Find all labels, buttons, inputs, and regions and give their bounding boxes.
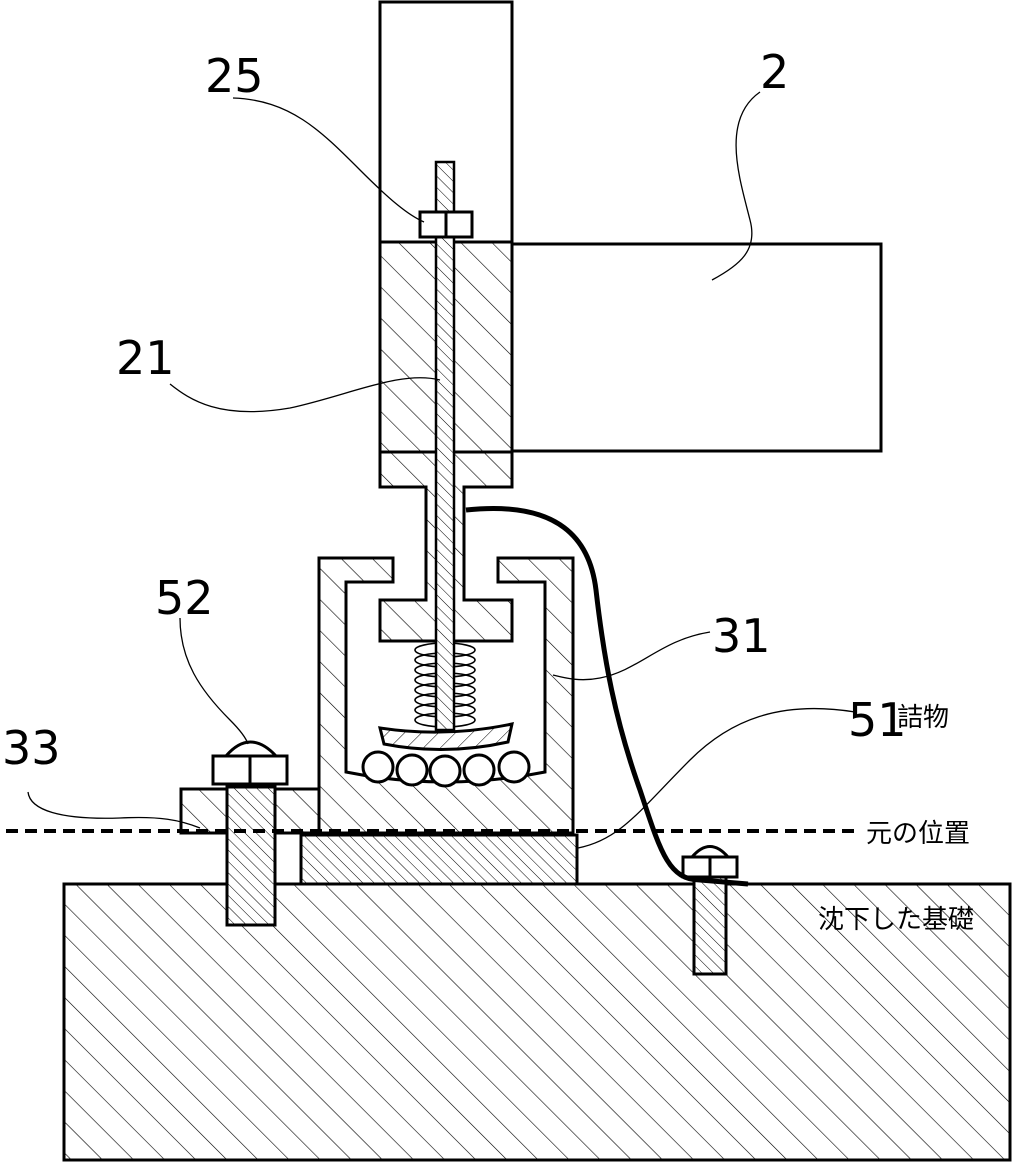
right-cap-nut <box>688 845 732 859</box>
rollers <box>361 750 531 788</box>
rod <box>434 160 456 732</box>
settled-foundation <box>62 882 1012 1162</box>
label-25: 25 <box>205 49 264 103</box>
label-settled-foundation: 沈下した基礎 <box>818 905 974 935</box>
label-21: 21 <box>116 331 175 385</box>
label-2: 2 <box>760 45 789 99</box>
label-original-position: 元の位置 <box>866 819 970 849</box>
filler-block <box>299 833 579 886</box>
label-31: 31 <box>712 609 771 663</box>
label-filler: 詰物 <box>897 703 949 733</box>
bearing-plate <box>377 722 514 751</box>
base-housing <box>317 556 575 835</box>
right-anchor-bolt <box>692 872 728 976</box>
label-33: 33 <box>2 721 61 775</box>
label-51: 51 <box>848 693 907 747</box>
label-52: 52 <box>155 571 214 625</box>
equipment-box <box>510 242 883 453</box>
left-anchor-bolt <box>225 785 277 927</box>
left-cap-nut <box>222 740 280 758</box>
cable <box>465 506 749 887</box>
